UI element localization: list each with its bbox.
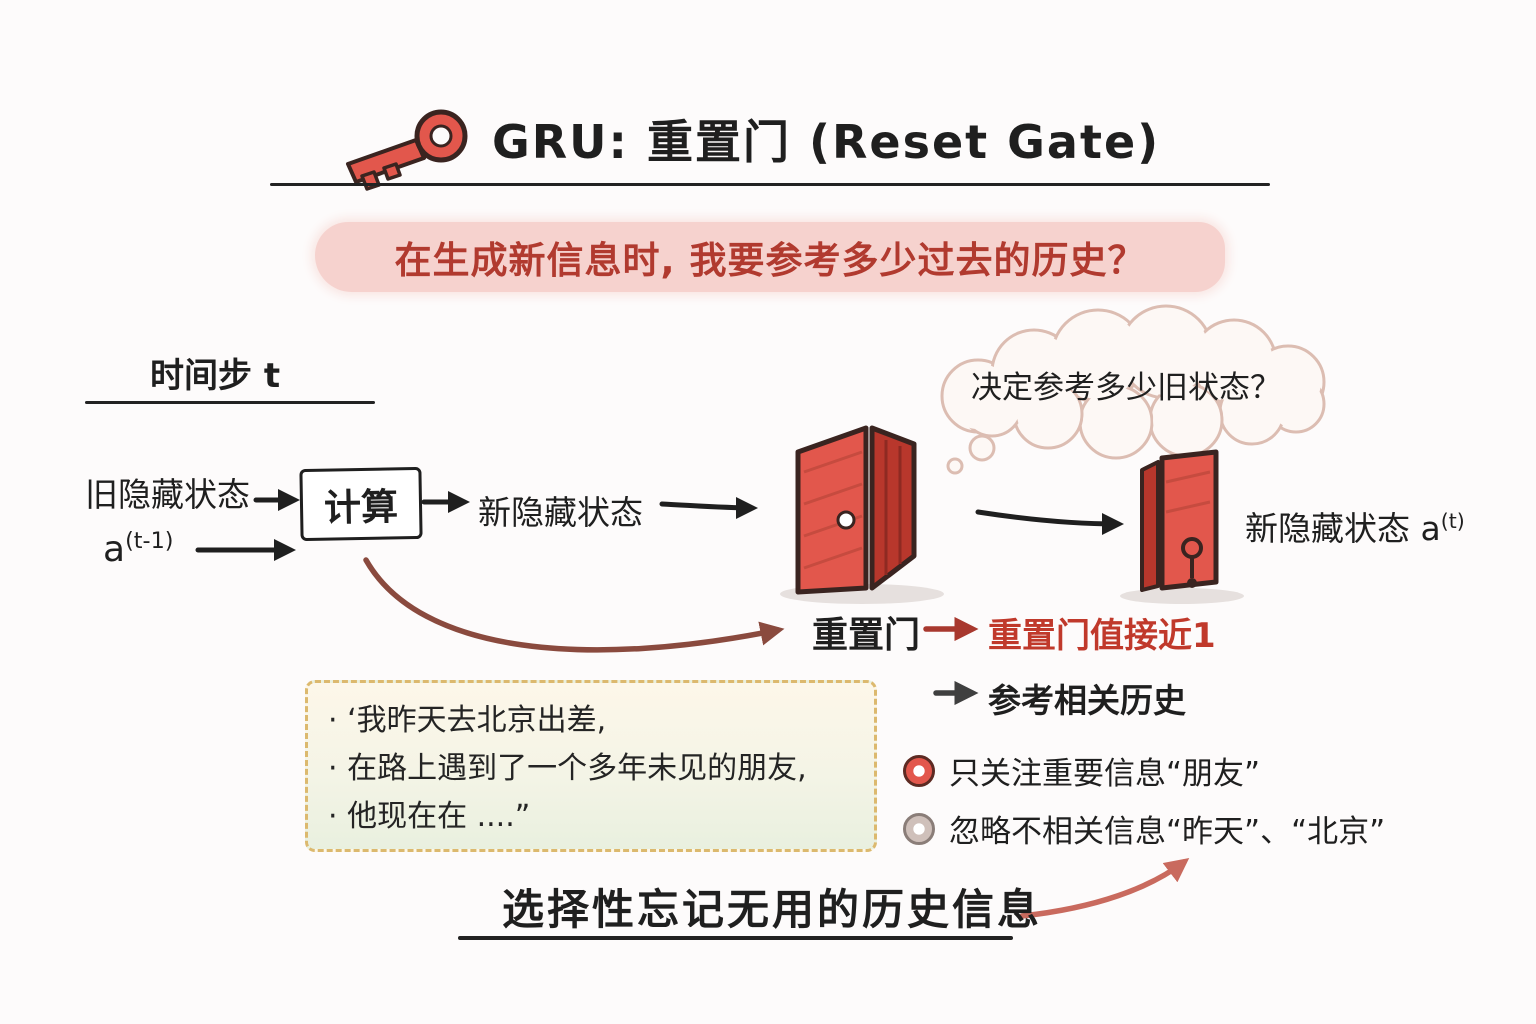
example-sentence-box: · ‘我昨天去北京出差, · 在路上遇到了一个多年未见的朋友, · 他现在在 .…	[305, 680, 877, 852]
final-state-text: 新隐藏状态 a	[1245, 509, 1441, 548]
history-note: 参考相关历史	[988, 681, 1186, 720]
title-underline	[270, 183, 1270, 186]
bullet-ignore-irrelevant: 忽略不相关信息“昨天”、“北京”	[903, 806, 1385, 851]
red-bullet-icon	[903, 754, 935, 787]
open-door-icon	[780, 425, 944, 604]
old-state-formula: a(t-1)	[103, 528, 173, 570]
timestep-underline	[85, 401, 375, 404]
footer-underline	[458, 936, 1013, 940]
closed-door-key-icon	[1120, 449, 1244, 604]
reset-gate-curve-arrow	[363, 557, 785, 653]
example-line-2: · 在路上遇到了一个多年未见的朋友,	[328, 751, 807, 786]
subtitle-text: 在生成新信息时, 我要参考多少过去的历史？	[394, 239, 1146, 282]
compute-box: 计算	[299, 466, 423, 542]
footer-curve-arrow	[1019, 857, 1190, 919]
old-state-sup: (t-1)	[125, 528, 174, 554]
thought-text: 决定参考多少旧状态？	[971, 370, 1281, 406]
bullet-ignore-text: 忽略不相关信息“昨天”、“北京”	[949, 814, 1386, 850]
key-icon	[346, 109, 468, 191]
new-state-label: 新隐藏状态	[478, 493, 643, 532]
old-state-var: a	[103, 529, 126, 570]
timestep-label: 时间步 t	[150, 356, 281, 396]
subtitle-highlight: 在生成新信息时, 我要参考多少过去的历史？	[315, 222, 1225, 292]
flow-arrows	[195, 488, 1124, 561]
reset-gate-label: 重置门	[812, 615, 921, 656]
example-line-1: · ‘我昨天去北京出差,	[328, 703, 607, 738]
footer-text: 选择性忘记无用的历史信息	[502, 885, 1043, 934]
gray-bullet-icon	[903, 812, 935, 845]
final-state-label: 新隐藏状态 a(t)	[1245, 502, 1465, 550]
gate-value-note: 重置门值接近1	[988, 616, 1216, 656]
bullet-focus-important: 只关注重要信息“朋友”	[903, 748, 1260, 793]
old-state-label: 旧隐藏状态	[85, 475, 250, 514]
example-line-3: · 他现在在 ....”	[328, 799, 531, 834]
thought-cloud	[940, 304, 1326, 475]
bullet-focus-text: 只关注重要信息“朋友”	[949, 756, 1261, 792]
final-state-sup: (t)	[1440, 509, 1465, 533]
page-title: GRU: 重置门 (Reset Gate)	[492, 115, 1161, 169]
